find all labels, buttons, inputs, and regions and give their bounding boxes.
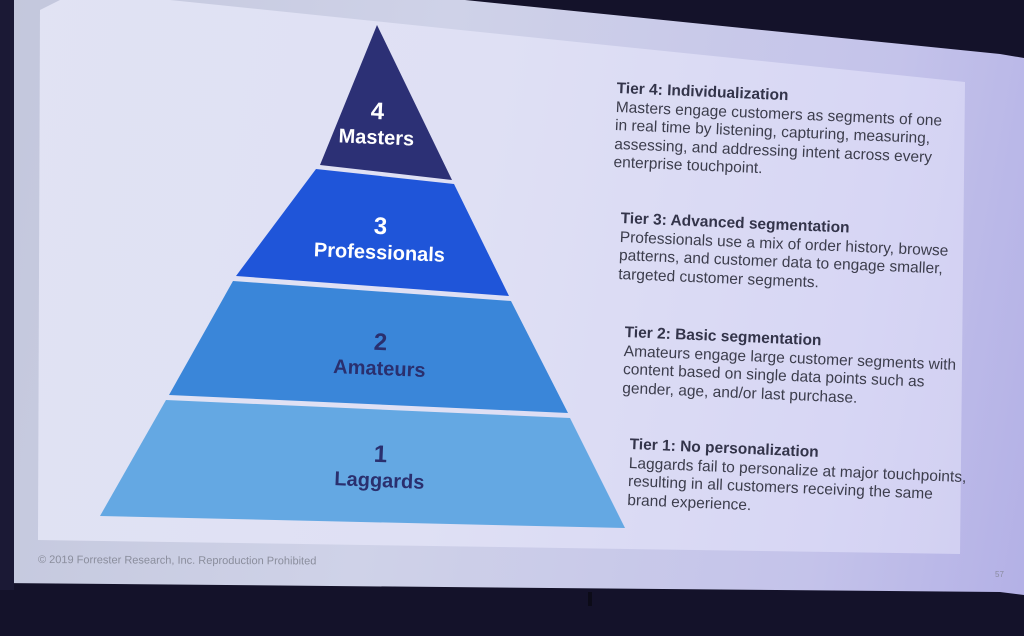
tier-2-description: Tier 2: Basic segmentation Amateurs enga… — [622, 324, 965, 412]
tier-1-description: Tier 1: No personalization Laggards fail… — [627, 436, 970, 524]
copyright-notice: © 2019 Forrester Research, Inc. Reproduc… — [37, 554, 317, 568]
screen-stand — [588, 592, 592, 606]
tier-2-label: 2 Amateurs — [299, 326, 461, 385]
screen-left-edge — [0, 0, 14, 590]
tier-4-description: Tier 4: Individualization Masters engage… — [613, 80, 957, 187]
tier-1-label: 1 Laggards — [299, 438, 461, 497]
tier-name: Masters — [338, 125, 415, 151]
tier-3-label: 3 Professionals — [289, 209, 471, 268]
page-number: 57 — [995, 570, 1004, 579]
description-body: Masters engage customers as segments of … — [613, 98, 943, 178]
tier-4-label: 4 Masters — [316, 96, 438, 153]
tier-3-description: Tier 3: Advanced segmentation Profession… — [618, 210, 961, 298]
